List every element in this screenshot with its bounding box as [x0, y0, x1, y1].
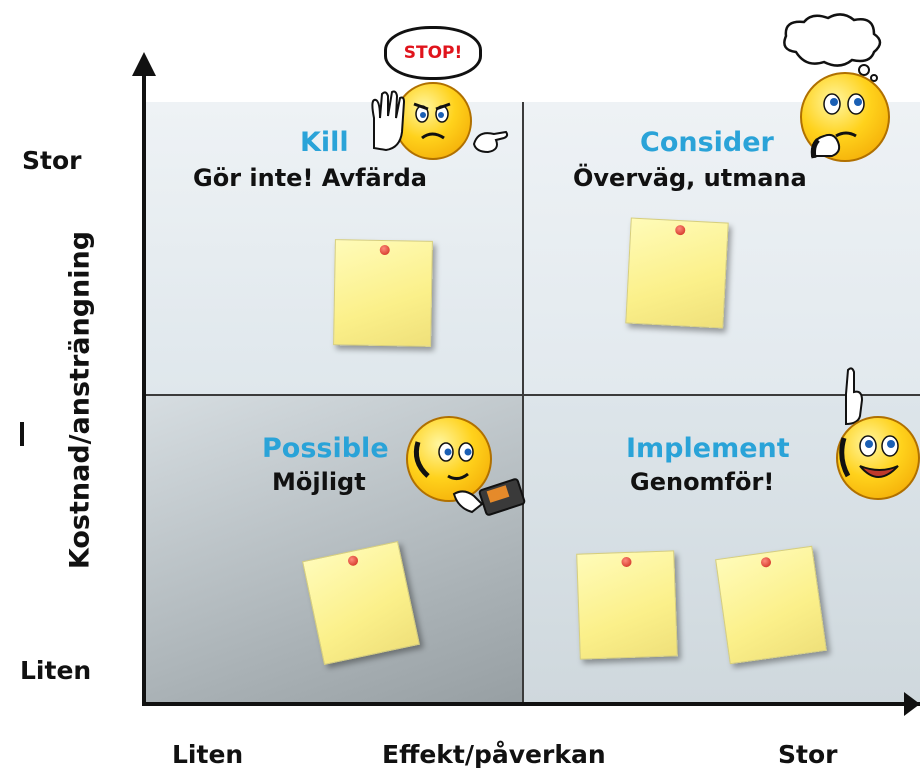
implement-subtitle: Genomför!: [630, 468, 775, 496]
pointing-hand-icon: [472, 130, 509, 154]
stop-smiley-icon: [394, 82, 472, 160]
implement-title: Implement: [626, 433, 790, 464]
x-axis-high-label: Stor: [778, 740, 838, 769]
thought-bubble-icon: [783, 13, 882, 82]
raised-hand-smiley-face: [839, 435, 899, 478]
x-axis-title: Effekt/påverkan: [382, 740, 606, 769]
sticky-note-consider[interactable]: [625, 217, 729, 329]
chin-hand-icon: [810, 133, 841, 159]
stop-sign-bubble: STOP!: [384, 26, 482, 80]
stop-sign-text: STOP!: [403, 43, 463, 63]
phone-smiley-face: [413, 441, 474, 481]
x-axis-arrow: [904, 692, 920, 716]
raised-hand-icon: [371, 90, 406, 152]
x-axis-line: [142, 702, 920, 706]
x-axis-low-label: Liten: [172, 740, 244, 769]
pin-icon: [621, 556, 632, 568]
sticky-note-implement-2[interactable]: [715, 545, 827, 665]
consider-title: Consider: [640, 127, 774, 158]
raised-finger-icon: [845, 367, 864, 426]
sticky-note-kill[interactable]: [333, 239, 433, 347]
stop-smiley-face: [413, 102, 451, 140]
y-axis-high-label: Stor: [22, 146, 82, 175]
horizontal-divider: [146, 394, 920, 396]
thinking-smiley-face: [823, 93, 865, 138]
y-axis-tick-mark: [20, 422, 24, 446]
mobile-phone-icon: [452, 478, 526, 516]
kill-subtitle: Gör inte! Avfärda: [193, 164, 427, 192]
pin-icon: [760, 556, 772, 568]
thinking-smiley-icon: [800, 72, 890, 162]
y-axis-line: [142, 70, 146, 706]
y-axis-low-label: Liten: [20, 656, 92, 685]
sticky-note-implement-1[interactable]: [576, 550, 678, 660]
y-axis-arrow: [132, 52, 156, 76]
phone-smiley-icon: [406, 416, 492, 502]
consider-subtitle: Överväg, utmana: [573, 164, 807, 192]
possible-title: Possible: [262, 433, 389, 464]
possible-subtitle: Möjligt: [272, 468, 366, 496]
pin-icon: [674, 224, 686, 236]
pin-icon: [347, 554, 359, 567]
kill-title: Kill: [300, 127, 349, 158]
vertical-divider: [522, 102, 524, 704]
raised-hand-smiley-icon: [836, 416, 920, 500]
pin-icon: [379, 244, 390, 256]
y-axis-title: Kostnad/ansträngning: [64, 230, 96, 570]
